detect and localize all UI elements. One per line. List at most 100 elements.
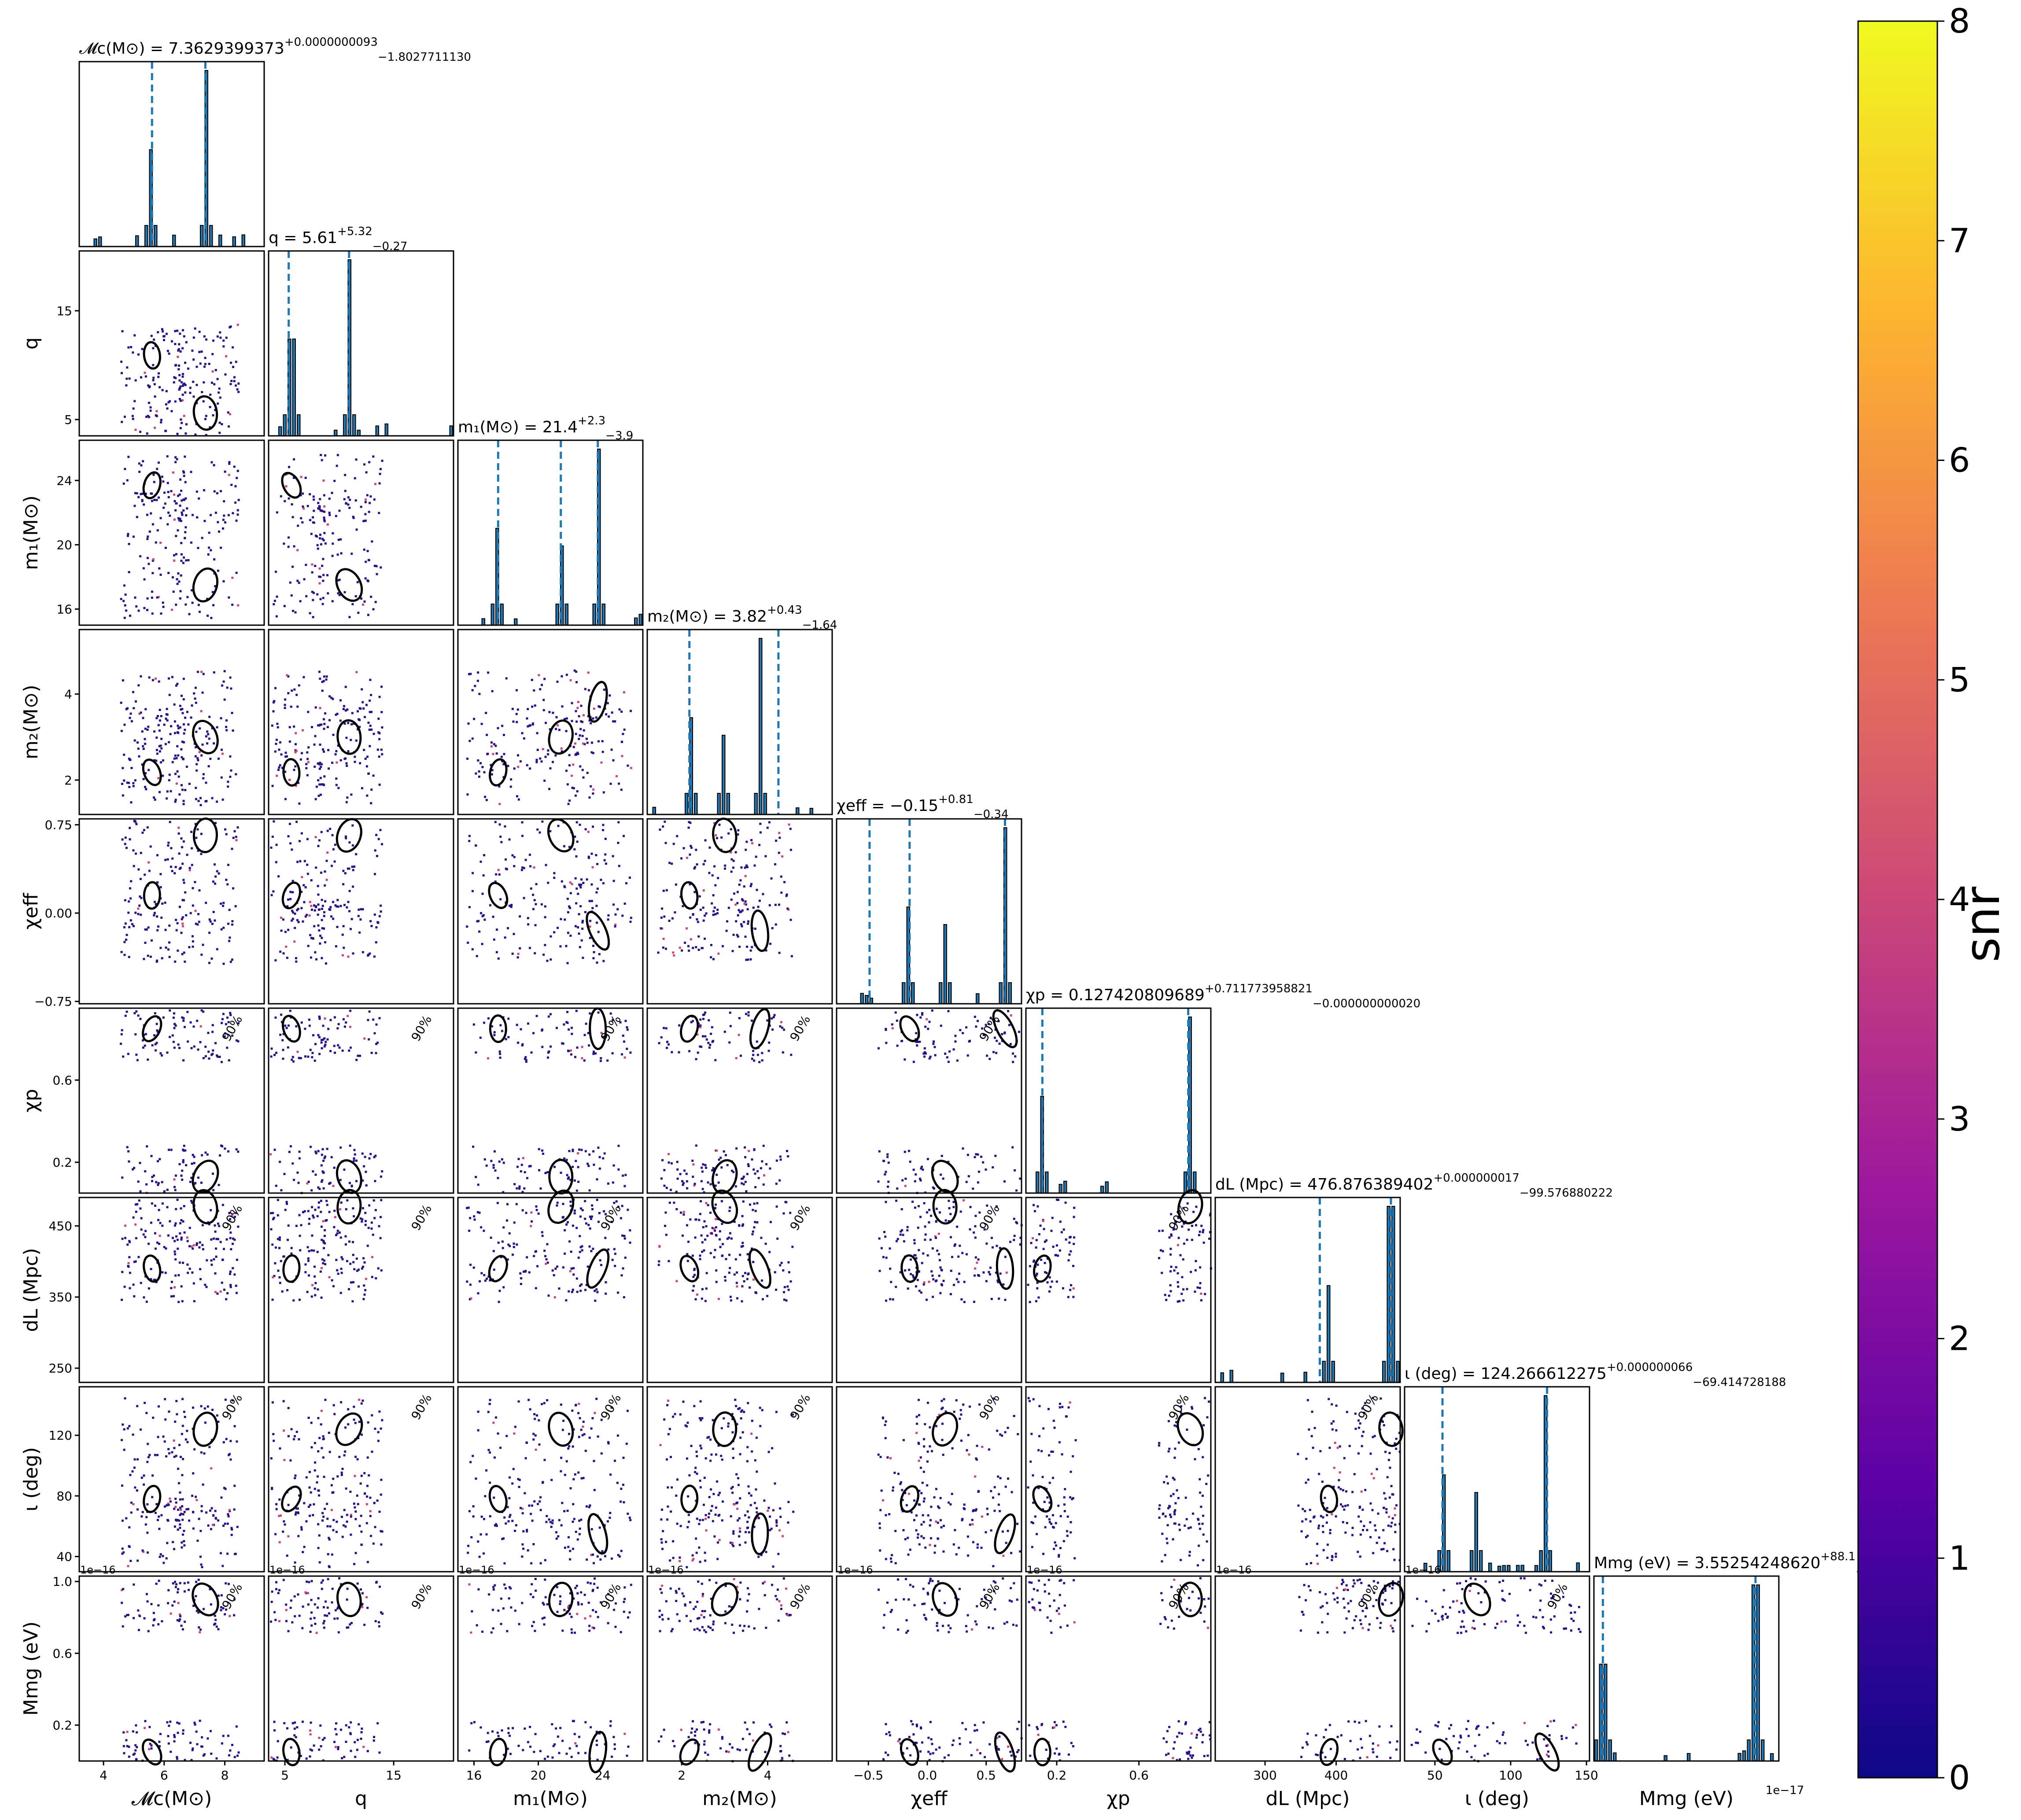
sample-point xyxy=(1069,1236,1072,1238)
sample-point xyxy=(966,1054,969,1057)
sample-point xyxy=(304,476,307,479)
sample-point xyxy=(180,932,183,934)
sample-point xyxy=(468,673,470,675)
sample-point xyxy=(191,601,194,604)
sample-point xyxy=(346,1260,348,1262)
sample-point xyxy=(202,943,204,946)
sample-point xyxy=(579,1527,581,1530)
sample-point xyxy=(180,418,182,421)
sample-point xyxy=(682,1211,685,1213)
sample-point xyxy=(170,410,173,413)
sample-point xyxy=(190,589,193,592)
sample-point xyxy=(727,1236,730,1239)
sample-point xyxy=(379,829,382,831)
sample-point xyxy=(526,1256,528,1259)
sample-point xyxy=(754,1186,757,1189)
sample-point xyxy=(904,1150,906,1153)
sample-point xyxy=(182,470,184,473)
sample-point xyxy=(335,1531,338,1533)
sample-point xyxy=(306,505,309,507)
sample-point xyxy=(298,1150,301,1153)
sample-point xyxy=(286,1202,288,1205)
sample-point xyxy=(751,1057,753,1060)
sample-point xyxy=(604,853,607,856)
sample-point xyxy=(181,1016,184,1019)
sample-point xyxy=(215,1247,218,1250)
sample-point xyxy=(373,873,376,875)
sample-point xyxy=(350,793,353,796)
sample-point xyxy=(145,1516,148,1518)
sample-point xyxy=(200,1405,203,1407)
sample-point xyxy=(546,1399,549,1402)
sample-point xyxy=(322,680,325,682)
sample-point xyxy=(1070,1250,1072,1253)
sample-point xyxy=(586,1265,589,1268)
sample-point xyxy=(225,878,228,881)
sample-point xyxy=(270,1228,273,1231)
sample-point xyxy=(369,1510,372,1512)
sample-point xyxy=(139,895,141,898)
sample-point xyxy=(550,1525,553,1528)
sample-point xyxy=(188,1519,191,1522)
sample-point xyxy=(366,755,369,758)
sample-point xyxy=(134,911,137,914)
sample-point xyxy=(761,1052,763,1054)
sample-point xyxy=(346,796,349,799)
sample-point xyxy=(367,1019,369,1021)
sample-point xyxy=(222,1013,225,1015)
sample-point xyxy=(611,711,613,714)
sample-point xyxy=(513,932,515,935)
panel-frame xyxy=(268,1386,454,1573)
sample-point xyxy=(769,1167,771,1170)
sample-point xyxy=(938,1275,940,1277)
sample-point xyxy=(542,1153,544,1155)
sample-point xyxy=(178,374,181,376)
sample-point xyxy=(180,1236,183,1239)
sample-point xyxy=(370,1227,373,1230)
sample-point xyxy=(535,1414,538,1417)
sample-point xyxy=(308,1505,310,1508)
sample-point xyxy=(216,800,218,803)
sample-point xyxy=(183,498,185,501)
sample-point xyxy=(620,788,623,791)
sample-point xyxy=(216,726,218,729)
sample-point xyxy=(234,905,237,907)
sample-point xyxy=(290,594,293,597)
sample-point xyxy=(513,1432,516,1435)
sample-point xyxy=(926,1298,928,1301)
sample-point xyxy=(353,1268,356,1271)
sample-point xyxy=(590,1554,593,1556)
sample-point xyxy=(129,1271,131,1274)
sample-point xyxy=(705,1038,708,1041)
sample-point xyxy=(272,890,275,893)
sample-point xyxy=(214,1042,217,1044)
sample-point xyxy=(543,1249,546,1252)
sample-point xyxy=(527,923,530,926)
sample-point xyxy=(478,1212,481,1214)
sample-point xyxy=(231,920,234,922)
sample-point xyxy=(682,1182,685,1184)
sample-point xyxy=(746,1460,749,1463)
sample-point xyxy=(331,555,334,557)
sample-point xyxy=(583,1059,586,1062)
sample-point xyxy=(237,1040,240,1043)
sample-point xyxy=(588,1044,590,1047)
sample-point xyxy=(877,1180,880,1183)
sample-point xyxy=(475,1051,477,1054)
sample-point xyxy=(710,1509,712,1512)
sample-point xyxy=(310,956,312,959)
sample-point xyxy=(129,887,132,890)
sample-point xyxy=(323,722,326,725)
sample-point xyxy=(771,1017,773,1020)
sample-point xyxy=(553,1274,555,1277)
sample-point xyxy=(952,1048,955,1051)
sample-point xyxy=(204,418,207,420)
sample-point xyxy=(604,837,607,840)
sample-point xyxy=(303,578,306,581)
sample-point xyxy=(174,960,177,963)
sample-point xyxy=(362,1298,365,1301)
sample-point xyxy=(129,1559,132,1562)
sample-point xyxy=(286,1289,289,1292)
sample-point xyxy=(166,523,169,526)
sample-point xyxy=(884,1173,886,1176)
